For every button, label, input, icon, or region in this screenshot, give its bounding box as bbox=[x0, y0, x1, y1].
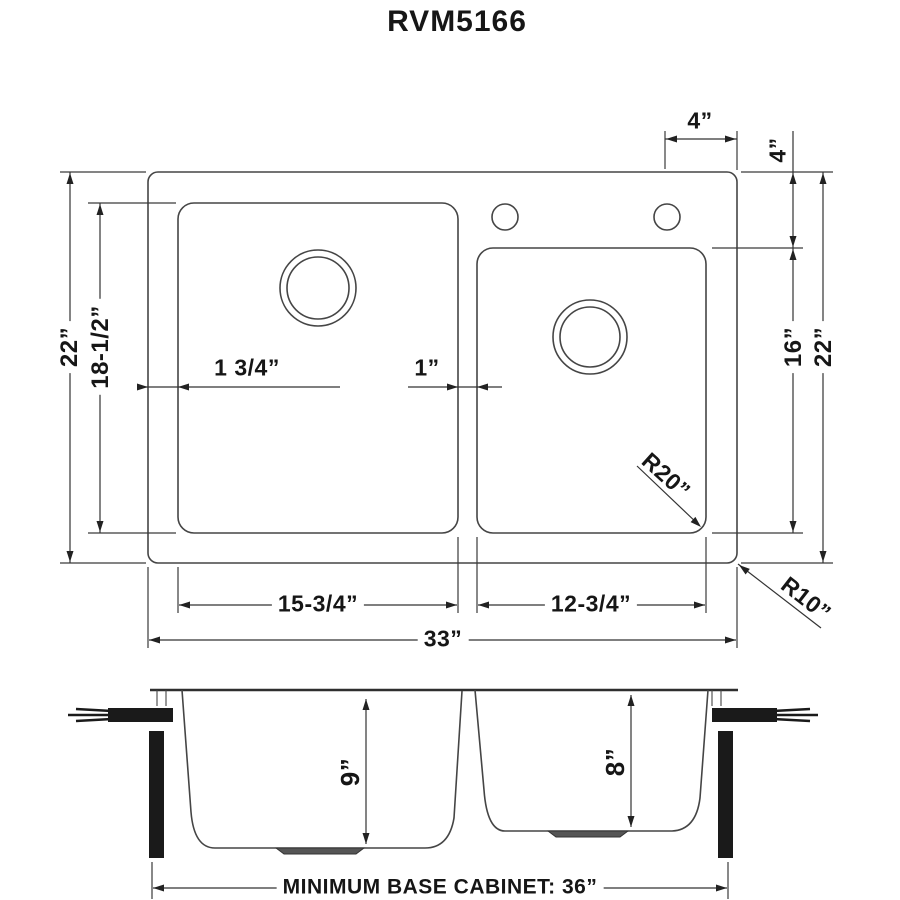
dim-right-bowl-width: 12-3/4” bbox=[544, 591, 638, 617]
dim-section-right-bowl-depth: 8” bbox=[600, 747, 630, 777]
dim-rim-width: 1 3/4” bbox=[214, 354, 280, 381]
left-clamp-streaks bbox=[68, 707, 113, 723]
plan-view bbox=[147, 171, 738, 564]
dim-faucet-hole-offset-h: 4” bbox=[687, 107, 713, 134]
right-bowl-profile bbox=[474, 689, 709, 832]
left-drain-section bbox=[274, 847, 366, 855]
section-view bbox=[68, 688, 818, 858]
left-bowl-outline bbox=[177, 202, 459, 534]
left-drain-outer bbox=[279, 249, 357, 327]
faucet-hole-left bbox=[491, 203, 519, 231]
clip-ticks bbox=[156, 690, 722, 706]
extension-lines bbox=[60, 131, 833, 899]
leader-r20 bbox=[636, 465, 700, 526]
right-cabinet-wall bbox=[718, 731, 733, 858]
dimension-lines bbox=[69, 131, 824, 889]
right-drain-outer bbox=[552, 299, 628, 375]
dim-overall-depth-right: 22” bbox=[810, 320, 837, 374]
dim-overall-depth-left: 22” bbox=[56, 320, 83, 374]
right-clamp bbox=[712, 708, 777, 722]
dim-left-bowl-width: 15-3/4” bbox=[271, 591, 365, 617]
left-clamp bbox=[108, 708, 173, 722]
dim-divider-width: 1” bbox=[414, 354, 440, 381]
sink-outline bbox=[147, 171, 738, 564]
dim-right-bowl-depth: 16” bbox=[780, 320, 807, 374]
right-drain-inner bbox=[559, 306, 621, 368]
dim-overall-width: 33” bbox=[417, 626, 469, 652]
base-cabinet-note: MINIMUM BASE CABINET: 36” bbox=[276, 875, 604, 899]
arrowheads bbox=[66, 135, 827, 892]
dim-section-left-bowl-depth: 9” bbox=[335, 757, 365, 787]
left-drain-inner bbox=[286, 256, 350, 320]
left-bowl-profile bbox=[181, 689, 463, 849]
right-clamp-streaks bbox=[772, 707, 818, 723]
right-drain-section bbox=[546, 830, 630, 838]
page-title: RVM5166 bbox=[387, 5, 527, 38]
left-cabinet-wall bbox=[149, 731, 164, 858]
right-bowl-outline bbox=[476, 247, 707, 534]
dim-faucet-hole-offset-v: 4” bbox=[764, 137, 791, 163]
faucet-hole-right bbox=[653, 203, 681, 231]
dim-left-bowl-depth: 18-1/2” bbox=[87, 299, 114, 395]
leader-r10 bbox=[737, 563, 822, 629]
